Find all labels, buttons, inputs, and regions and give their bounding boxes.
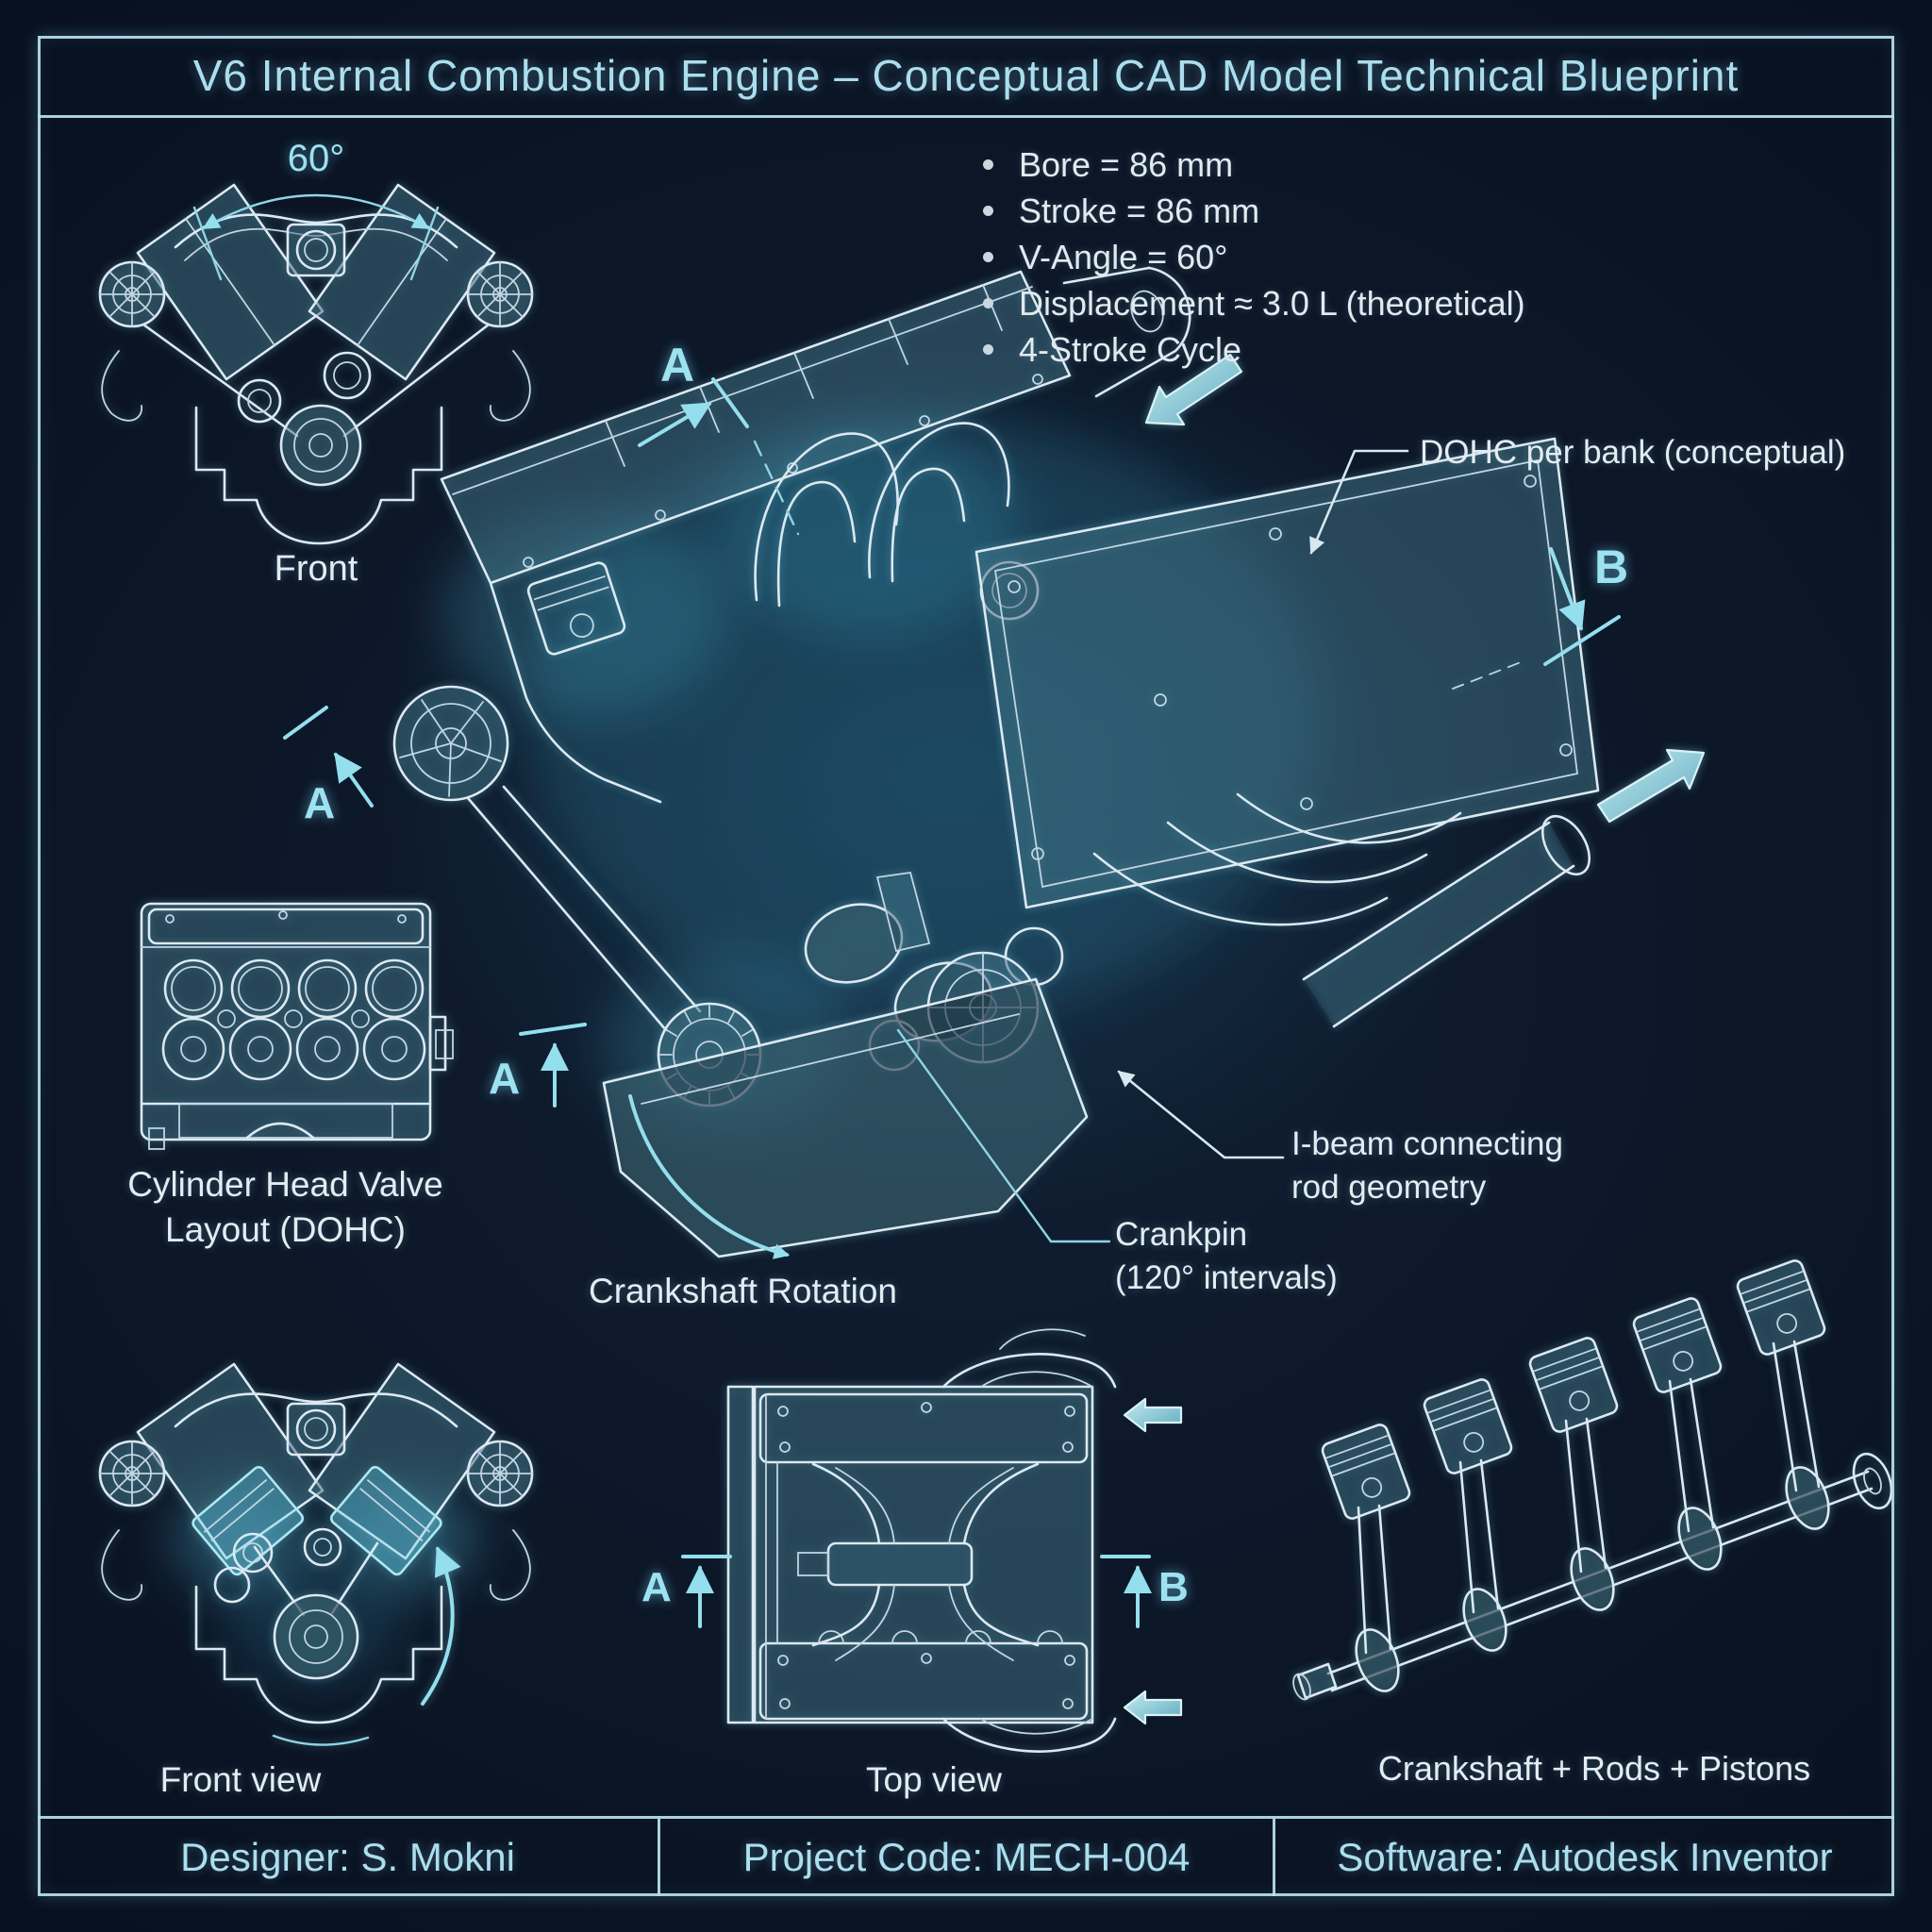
front-schematic-drawing [98,183,534,545]
section-letter-b-top: B [1594,541,1629,593]
spec-item: V-Angle = 60° [983,234,1525,280]
intake-flow-arrow [1144,353,1243,426]
crank-assembly-label: Crankshaft + Rods + Pistons [1377,1749,1811,1788]
title-bar: V6 Internal Combustion Engine – Conceptu… [38,36,1894,118]
pistons-and-rods [1321,1259,1826,1655]
section-letter-b-topview: B [1158,1564,1189,1610]
bullet-icon [983,344,993,355]
crank-assembly-drawing [1292,1259,1893,1701]
crankshaft-rotation-arrow [628,1094,791,1259]
footer-project-code: Project Code: MECH-004 [658,1819,1273,1896]
front-view-drawing [98,1362,534,1746]
v-angle-label: 60° [287,138,345,179]
cylinder-head-label: Cylinder Head Valve Layout (DOHC) [127,1165,443,1249]
footer-designer: Designer: S. Mokni [180,1835,515,1879]
leader-lines [896,449,1409,1243]
section-marker-a-top [638,377,800,536]
section-letter-a-topview: A [641,1564,672,1610]
footer-software: Software: Autodesk Inventor [1273,1819,1894,1896]
topview-flow-arrow-upper [1123,1397,1183,1433]
section-marker-a-lower [519,1023,587,1108]
bullet-icon [983,252,993,262]
spec-item: Bore = 86 mm [983,142,1525,188]
crank-journals [1355,1466,1830,1692]
bullet-icon [983,206,993,216]
section-marker-b-top [1543,547,1621,666]
topview-flow-arrow-lower [1123,1690,1183,1725]
front-view-label: Front view [159,1760,322,1799]
section-marker-a-topview [681,1555,732,1628]
dohc-annotation: DOHC per bank (conceptual) [1420,434,1846,471]
section-marker-a-left [283,706,374,808]
blueprint-frame [38,36,1894,1896]
page-title: V6 Internal Combustion Engine – Conceptu… [192,51,1740,100]
front-label: Front [274,549,358,589]
crankpin-annotation: Crankpin (120° intervals) [1115,1216,1338,1296]
footer-bar: Designer: S. Mokni Project Code: MECH-00… [38,1816,1894,1896]
exhaust-flow-arrow [1596,748,1706,824]
bullet-icon [983,159,993,170]
spec-item: 4-Stroke Cycle [983,326,1525,373]
top-view-label: Top view [866,1760,1002,1799]
spec-item: Displacement ≈ 3.0 L (theoretical) [983,280,1525,326]
section-letter-a-lower: A [489,1054,521,1103]
cylinder-head-drawing [140,902,454,1150]
spec-item: Stroke = 86 mm [983,188,1525,234]
crankshaft-rotation-label: Crankshaft Rotation [589,1272,898,1310]
isometric-engine-drawing [392,266,1600,1258]
section-letter-a-top: A [660,339,695,391]
bullet-icon [983,298,993,308]
v-angle-dimension [192,193,440,281]
ibeam-annotation: I-beam connecting rod geometry [1291,1125,1563,1206]
spec-list: Bore = 86 mm Stroke = 86 mm V-Angle = 60… [983,142,1525,373]
section-marker-b-topview [1100,1555,1152,1628]
section-letter-a-left: A [304,778,336,827]
